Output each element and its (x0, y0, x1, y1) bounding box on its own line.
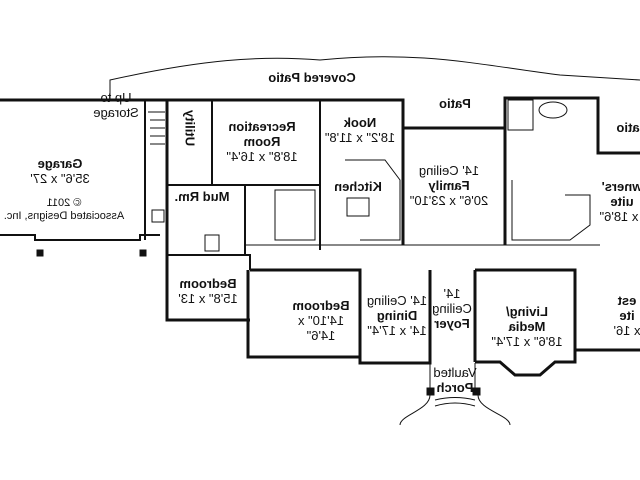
copyright-label: © 2011 Associated Designs, Inc. (3, 197, 125, 222)
kitchen-label: Kitchen (334, 179, 382, 194)
storage-label: Up to Storage (93, 90, 139, 120)
dining-label: 14' Ceiling Dining 14' x 17'4" (366, 293, 428, 338)
living-media-label: Living/ Media 18'6" x 17'4" (491, 304, 563, 349)
garage-label: Garage 35'6" x 27' (30, 156, 90, 186)
utility-label: Utility (182, 109, 198, 147)
bedroom-1-label: Bedroom 15'8" x 13' (178, 276, 238, 306)
guest-suite-label: est ite x 16' (613, 293, 640, 338)
foyer-label: 14' Ceiling Foyer (432, 286, 472, 331)
patio-right-label: atio (616, 120, 640, 135)
porch-label: Vaulted Porch (433, 365, 477, 395)
covered-patio-label: Covered Patio (268, 70, 356, 85)
bedroom-2-label: Bedroom 14'10" x 14'6" (292, 298, 350, 343)
recreation-room-label: Recreation Room 18'8" x 16'4" (226, 119, 298, 164)
mud-room-label: Mud Rm. (174, 189, 230, 204)
nook-label: Nook 18'2" x 11'8" (324, 115, 396, 145)
patio-label: Patio (439, 96, 471, 111)
family-label: 14' Ceiling Family 20'6" x 23'10" (409, 163, 489, 208)
owners-suite-label: wners' uite ' x 18'6" (599, 179, 640, 224)
